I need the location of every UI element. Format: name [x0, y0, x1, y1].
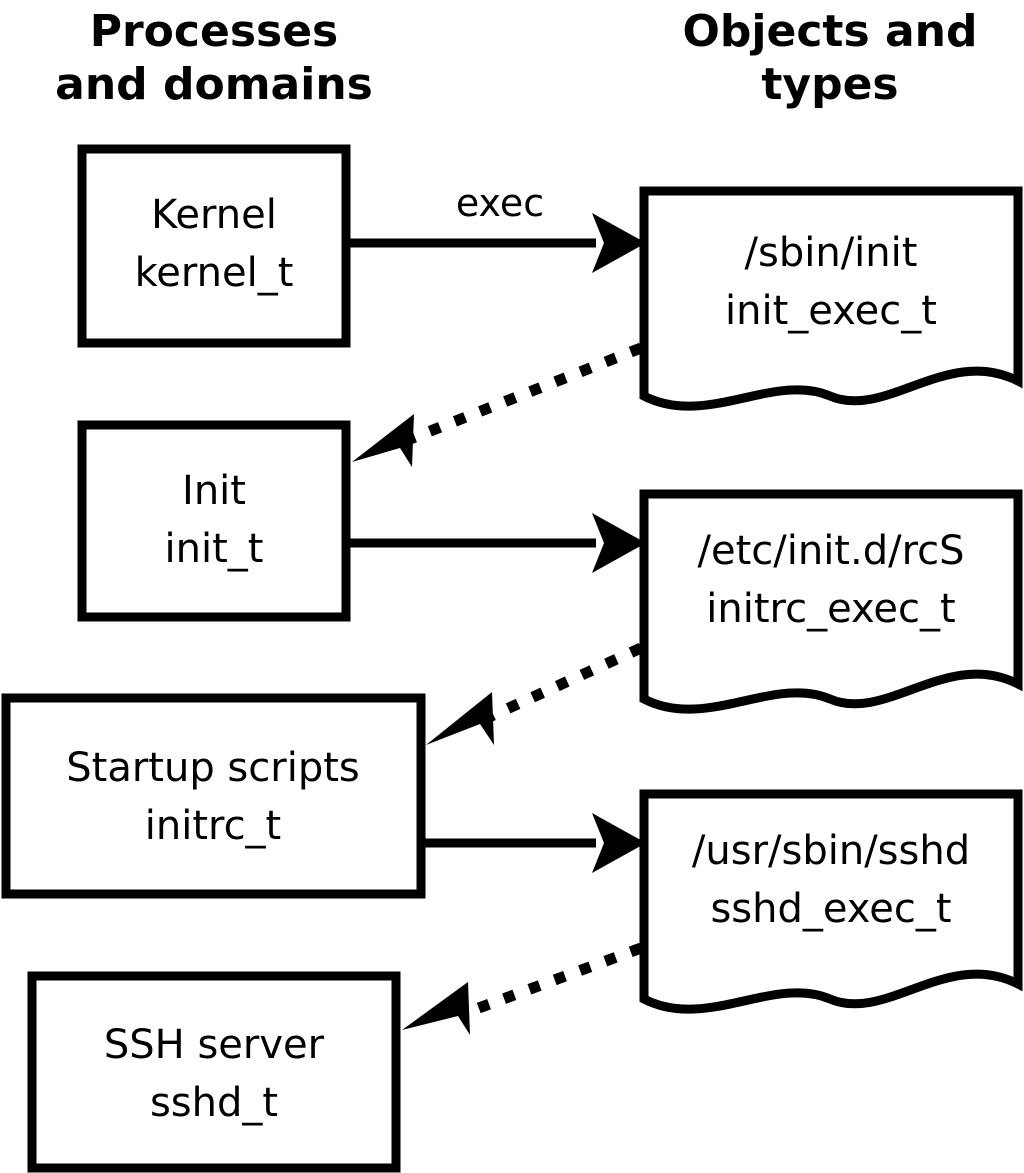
edge-init-exec-initrc-exec — [350, 513, 646, 573]
object-node-init-exec-type: init_exec_t — [725, 288, 937, 334]
process-node-kernel[interactable]: Kernel kernel_t — [77, 144, 351, 348]
process-node-kernel-label: Kernel — [151, 192, 277, 238]
edge-initrc-exec-sshd-exec — [425, 813, 646, 873]
edge-line-init-transition — [397, 342, 644, 449]
process-node-startup-scripts-type: initrc_t — [145, 803, 282, 849]
object-node-init-exec[interactable]: /sbin/init init_exec_t — [639, 186, 1023, 411]
object-node-sshd-exec-label: /usr/sbin/sshd — [692, 828, 970, 874]
process-node-kernel-type: kernel_t — [135, 250, 294, 296]
process-node-ssh-server[interactable]: SSH server sshd_t — [27, 971, 401, 1173]
column-heading-objects-line1: Objects and — [683, 6, 978, 57]
edge-line-sshd-transition — [466, 942, 643, 1018]
column-heading-processes: Processes and domains — [55, 6, 373, 110]
column-heading-processes-line1: Processes — [90, 6, 339, 57]
process-node-init-label: Init — [182, 468, 246, 514]
edge-sshd-exec-transition-sshd — [402, 942, 643, 1035]
process-node-startup-scripts-label: Startup scripts — [66, 745, 359, 791]
column-heading-objects: Objects and types — [683, 6, 978, 110]
edge-line-initrc-transition — [484, 642, 644, 724]
object-node-init-exec-shape[interactable] — [639, 186, 1023, 411]
arrow-head-initrc-transition — [426, 692, 494, 745]
process-node-startup-scripts[interactable]: Startup scripts initrc_t — [1, 693, 426, 899]
process-node-kernel-box[interactable] — [77, 144, 351, 348]
process-node-ssh-server-label: SSH server — [104, 1022, 325, 1068]
object-node-sshd-exec[interactable]: /usr/sbin/sshd sshd_exec_t — [639, 789, 1023, 1014]
process-node-init-type: init_t — [165, 526, 264, 572]
process-node-init[interactable]: Init init_t — [77, 420, 351, 622]
object-node-initrc-exec-type: initrc_exec_t — [706, 586, 955, 632]
arrow-head-init-exec — [592, 513, 646, 573]
arrow-head-init-transition — [352, 414, 414, 467]
column-heading-processes-line2: and domains — [55, 59, 373, 110]
object-node-init-exec-label: /sbin/init — [745, 230, 918, 276]
column-heading-objects-line2: types — [761, 59, 898, 110]
object-node-sshd-exec-type: sshd_exec_t — [710, 886, 951, 932]
object-node-sshd-exec-shape[interactable] — [639, 789, 1023, 1014]
object-node-initrc-exec-shape[interactable] — [639, 489, 1023, 714]
process-node-init-box[interactable] — [77, 420, 351, 622]
edge-init-exec-transition-init — [352, 342, 644, 467]
edge-kernel-exec-init-exec: exec — [350, 181, 646, 273]
arrow-head-kernel-exec — [592, 213, 646, 273]
object-node-initrc-exec[interactable]: /etc/init.d/rcS initrc_exec_t — [639, 489, 1023, 714]
edge-initrc-exec-transition-initrc — [426, 642, 644, 745]
object-node-initrc-exec-label: /etc/init.d/rcS — [697, 528, 964, 574]
edge-label-exec: exec — [456, 181, 544, 225]
process-node-ssh-server-type: sshd_t — [150, 1080, 278, 1126]
arrow-head-sshd-transition — [402, 982, 470, 1035]
process-node-startup-scripts-box[interactable] — [1, 693, 426, 899]
arrow-head-initrc-exec — [592, 813, 646, 873]
process-node-ssh-server-box[interactable] — [27, 971, 401, 1173]
